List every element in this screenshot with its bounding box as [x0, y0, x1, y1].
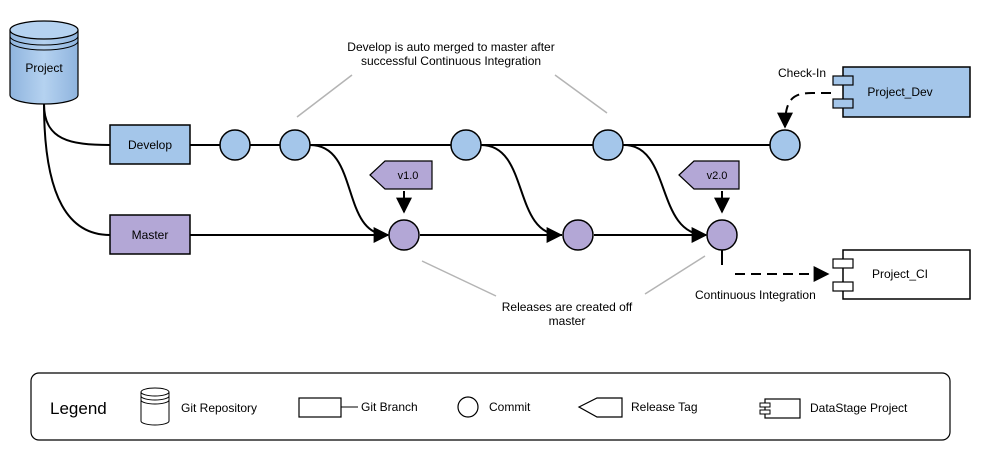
release-annotation-line2: master: [549, 314, 586, 328]
legend-branch-icon: [298, 397, 342, 418]
develop-commits: [219, 129, 801, 161]
repo-cylinder-ring: [9, 40, 79, 51]
project-repository[interactable]: Project: [9, 20, 79, 105]
commit[interactable]: [769, 129, 801, 161]
master-branch-box: [109, 214, 191, 255]
merge-curves: [309, 144, 708, 243]
legend-branch-label: Git Branch: [361, 400, 418, 414]
checkin-label: Check-In: [778, 66, 826, 80]
release-tag-v1[interactable]: v1.0: [369, 160, 433, 214]
commit[interactable]: [219, 129, 251, 161]
repo-cylinder-ring: [9, 35, 79, 46]
master-commits: [388, 219, 738, 251]
legend-tag-icon: [577, 397, 623, 418]
commit[interactable]: [592, 129, 624, 161]
commit[interactable]: [706, 219, 738, 251]
repo-cylinder-top: [9, 20, 79, 40]
release-annotation-line1: Releases are created off: [502, 300, 633, 314]
commit[interactable]: [279, 129, 311, 161]
merge-arrow: [623, 144, 708, 243]
legend-project-label: DataStage Project: [810, 401, 908, 415]
repo-connectors: [43, 103, 111, 236]
project-dev-label: Project_Dev: [867, 85, 932, 99]
legend: Legend Git Repository Git Branch Commit …: [30, 372, 951, 441]
component-port: [832, 75, 854, 86]
project-ci[interactable]: Project_CI: [832, 249, 971, 300]
repo-label: Project: [25, 61, 63, 75]
annotation-lines: [296, 74, 706, 297]
tag-shape: [678, 160, 740, 190]
project-dev-box: [842, 66, 971, 118]
tag-shape: [369, 160, 433, 190]
master-branch-label: Master: [132, 228, 169, 242]
merge-annotation-line2: successful Continuous Integration: [361, 54, 541, 68]
legend-commit-label: Commit: [489, 400, 531, 414]
tag-label: v1.0: [398, 170, 419, 182]
legend-project-icon: [759, 398, 801, 419]
commit[interactable]: [562, 219, 594, 251]
repo-develop-connector: [43, 103, 111, 146]
annotation-line: [296, 74, 353, 118]
annotation-line: [644, 255, 706, 295]
checkin-arrow: [777, 92, 831, 129]
project-dev[interactable]: Project_Dev: [832, 66, 971, 118]
project-ci-label: Project_CI: [872, 267, 928, 281]
branch-lines: [190, 144, 800, 236]
merge-annotation-line1: Develop is auto merged to master after: [347, 40, 554, 54]
project-ci-box: [842, 249, 971, 300]
legend-tag-label: Release Tag: [631, 400, 698, 414]
develop-branch-label: Develop: [128, 138, 172, 152]
component-port: [832, 98, 854, 109]
merge-arrow: [309, 144, 390, 243]
develop-branch[interactable]: Develop: [109, 124, 191, 165]
ci-label: Continuous Integration: [695, 288, 816, 302]
annotation-line: [421, 260, 497, 297]
component-port: [832, 258, 854, 269]
legend-commit-icon: [457, 396, 479, 418]
repo-master-connector: [43, 103, 111, 236]
merge-arrow: [480, 144, 563, 243]
release-tag-v2[interactable]: v2.0: [678, 160, 740, 214]
legend-repo-label: Git Repository: [181, 401, 257, 415]
legend-title: Legend: [50, 399, 107, 418]
commit[interactable]: [388, 219, 420, 251]
tag-label: v2.0: [707, 170, 728, 182]
develop-branch-box: [109, 124, 191, 165]
legend-repo-icon: [140, 387, 170, 426]
master-branch[interactable]: Master: [109, 214, 191, 255]
legend-box: [30, 372, 951, 441]
component-port: [832, 281, 854, 292]
annotation-line: [554, 74, 608, 114]
commit[interactable]: [450, 129, 482, 161]
